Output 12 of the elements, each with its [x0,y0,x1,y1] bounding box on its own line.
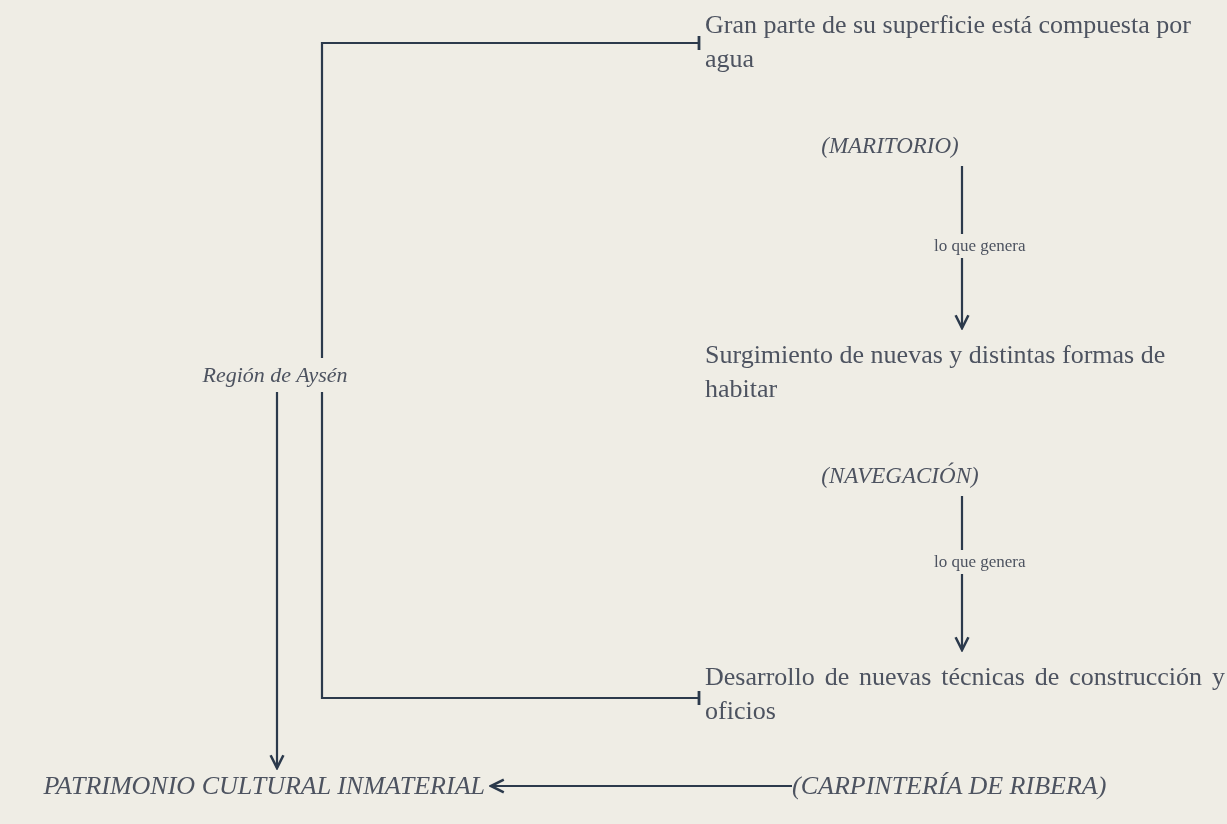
node-text: PATRIMONIO CULTURAL INMATERIAL [42,770,485,802]
node-text: Surgimiento de nuevas y distintas formas de habitar [705,339,1167,405]
node-text: Desarrollo de nuevas técnicas de construcción y oficios [705,661,1225,727]
node-text: (CARPINTERÍA DE RIBERA) [792,770,1108,802]
connector [489,778,792,794]
node-text: Gran parte de su superficie está compuesta por agua [705,9,1192,75]
connector [320,392,701,707]
connector [269,392,285,770]
connector [320,34,701,358]
node-text: (MARITORIO) [820,132,960,160]
node-text: (NAVEGACIÓN) [820,461,980,490]
node-text: Región de Aysén [201,361,349,389]
